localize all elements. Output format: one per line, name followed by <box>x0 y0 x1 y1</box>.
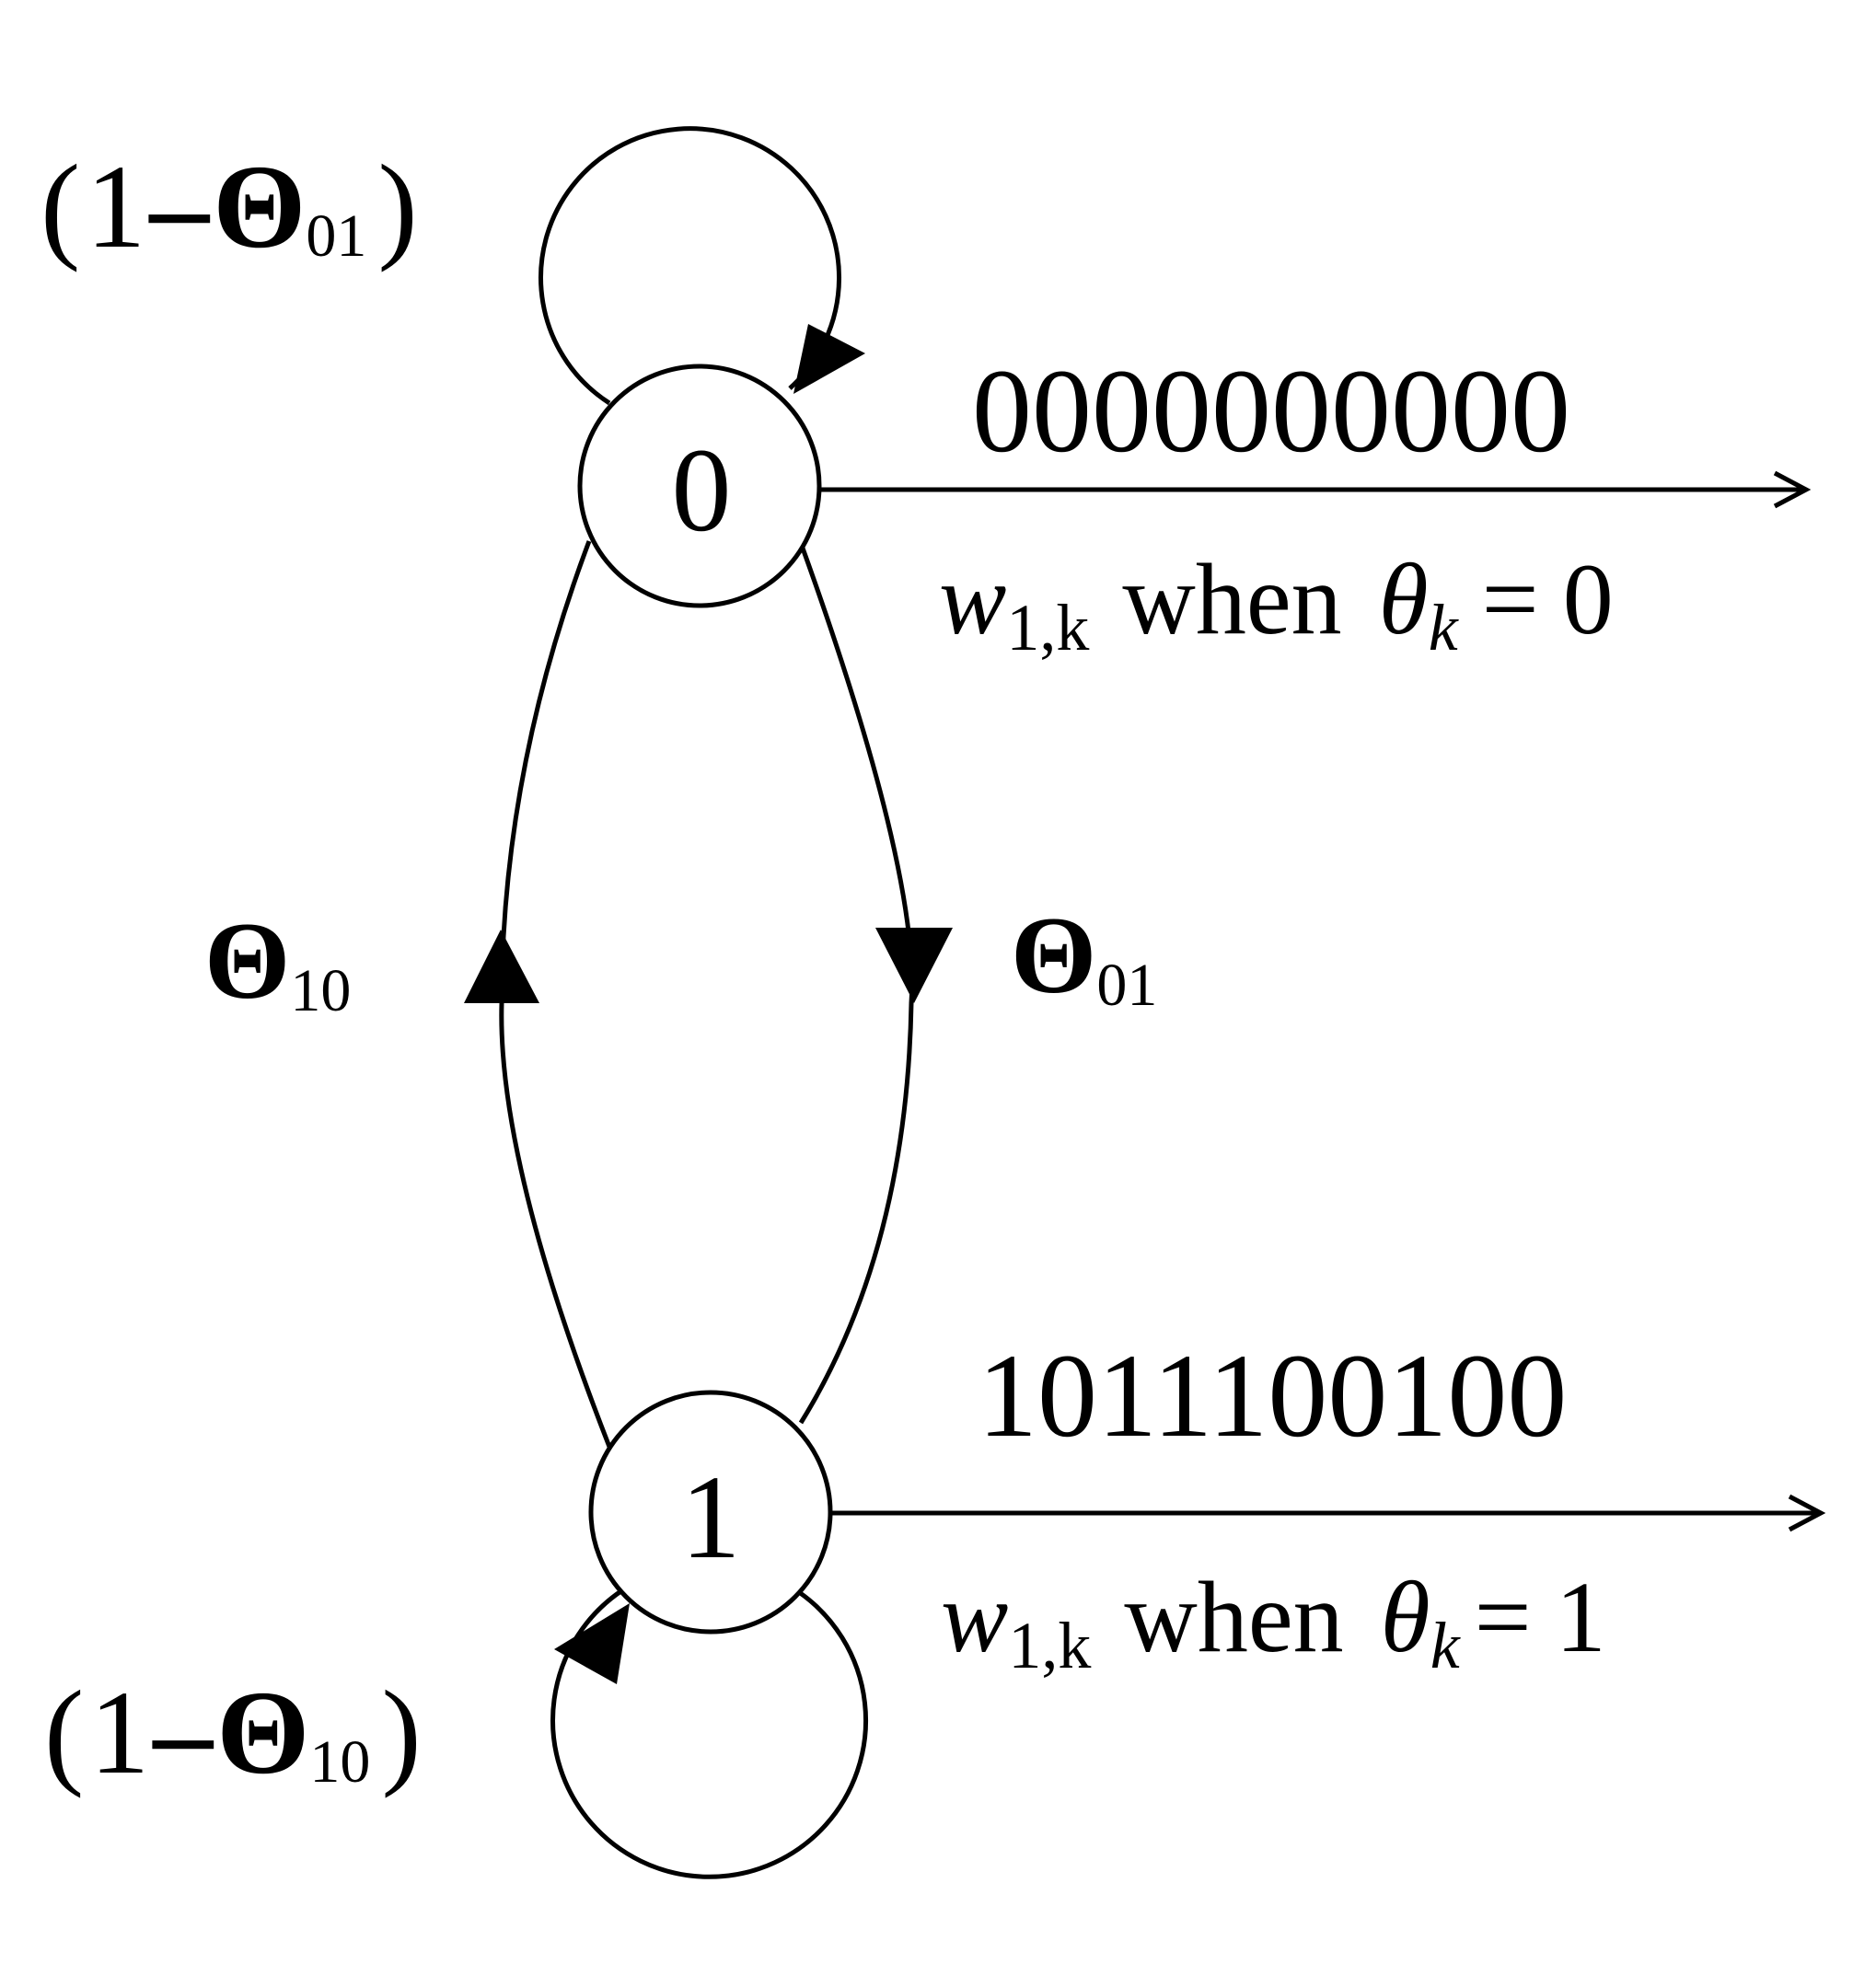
output-caption-1-equals: = <box>1475 1561 1532 1673</box>
edge-0-to-1-subscript: 01 <box>1096 952 1157 1019</box>
output-caption-1-theta-subscript: k <box>1430 1609 1462 1682</box>
output-caption-1-w: w <box>941 1561 1008 1673</box>
self-loop-0-open-paren: ( <box>41 141 80 273</box>
state-0-label: 0 <box>672 424 732 557</box>
edge-0-to-1-arrowhead <box>875 928 953 1003</box>
state-1-circle <box>588 1390 833 1635</box>
self-loop-1-close-paren: ) <box>381 1667 421 1799</box>
edge-1-to-0-theta: Θ <box>204 899 290 1022</box>
output-arrow-0-head <box>1773 470 1812 509</box>
output-caption-1-theta: θ <box>1381 1561 1430 1673</box>
state-0-node: 0 <box>577 364 822 608</box>
state-0-circle <box>577 364 822 608</box>
output-caption-0-value: 0 <box>1563 543 1614 655</box>
output-caption-1-value: 1 <box>1556 1561 1606 1673</box>
self-loop-1-theta: Θ <box>216 1667 309 1799</box>
edge-1-to-0-subscript: 10 <box>290 957 351 1024</box>
edge-1-to-0-label: Θ10 <box>204 899 351 1024</box>
self-loop-1-open-paren: ( <box>44 1667 84 1799</box>
output-sequence-1: 1011100100 <box>978 1330 1567 1462</box>
self-loop-1-arrowhead <box>554 1603 630 1684</box>
self-loop-1-subscript: 10 <box>309 1728 370 1796</box>
output-caption-1-w-subscript: 1,k <box>1008 1609 1091 1682</box>
output-caption-0-w: w <box>939 543 1006 655</box>
self-loop-0-label: (1–Θ01) <box>41 141 418 273</box>
self-loop-1-label: (1–Θ10) <box>44 1667 422 1799</box>
self-loop-0-arrowhead <box>793 324 865 394</box>
self-loop-1-arc <box>550 1588 869 1879</box>
edge-0-to-1-line <box>798 542 915 1425</box>
output-caption-0-w-subscript: 1,k <box>1006 591 1089 664</box>
self-loop-0-subscript: 01 <box>306 202 366 270</box>
output-caption-1-when: when <box>1124 1561 1343 1673</box>
self-loop-0-minus: – <box>148 141 210 273</box>
output-caption-0-theta: θ <box>1379 543 1429 655</box>
edge-0-to-1-theta: Θ <box>1011 894 1096 1016</box>
output-caption-0-equals: = <box>1482 543 1539 655</box>
output-caption-0-theta-subscript: k <box>1429 591 1460 664</box>
self-loop-1-one: 1 <box>89 1667 149 1799</box>
self-loop-1-minus: – <box>152 1667 214 1799</box>
self-loop-0-theta: Θ <box>213 141 306 273</box>
self-loop-0-arc <box>538 126 842 406</box>
self-loop-0-one: 1 <box>86 141 145 273</box>
state-1-label: 1 <box>681 1451 741 1584</box>
output-caption-0-when: when <box>1122 543 1341 655</box>
state-1-node: 1 <box>588 1390 833 1635</box>
output-arrow-1-head <box>1788 1494 1826 1532</box>
edge-1-to-0-arrowhead <box>464 930 539 1003</box>
self-loop-0-close-paren: ) <box>377 141 417 273</box>
output-sequence-0: 0000000000 <box>972 345 1570 478</box>
edge-0-to-1-label: Θ01 <box>1011 894 1157 1019</box>
